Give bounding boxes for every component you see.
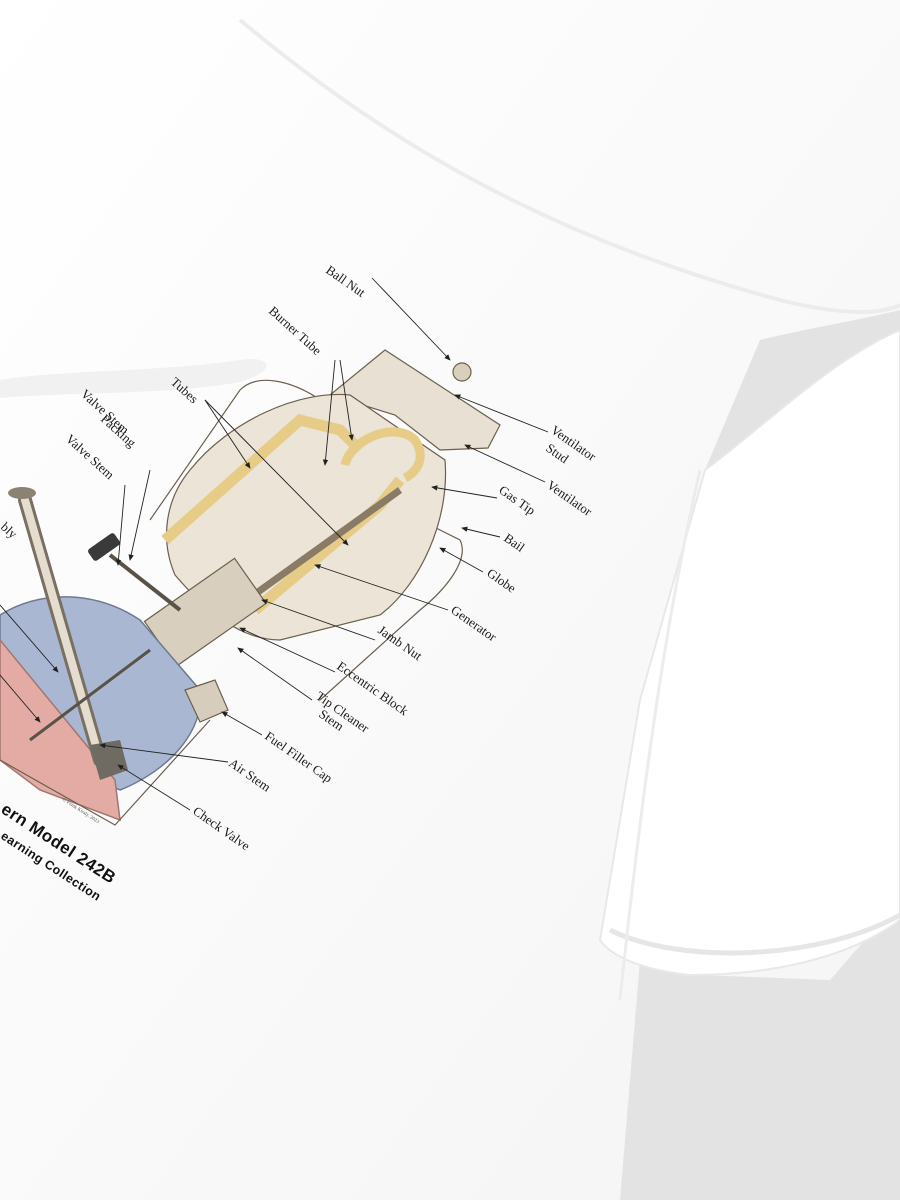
ventilator	[328, 349, 501, 451]
sleeve	[598, 328, 900, 977]
bail-wire	[149, 379, 463, 701]
air-stem-rod	[29, 648, 151, 742]
side-seam	[618, 469, 702, 1001]
valve-stem-rod	[108, 553, 182, 612]
burner-u-tube	[340, 427, 425, 482]
lantern-illustration	[0, 349, 501, 826]
fuel-filler-cap	[184, 679, 229, 723]
collar-seam	[238, 18, 900, 314]
leader-lines	[0, 277, 549, 811]
pump-cap	[8, 487, 36, 499]
sleeve-hem	[608, 912, 900, 956]
ball-nut	[452, 362, 472, 382]
fold-crease	[0, 359, 267, 398]
valve-wheel	[88, 533, 120, 561]
pump-tube-inner	[21, 496, 104, 764]
